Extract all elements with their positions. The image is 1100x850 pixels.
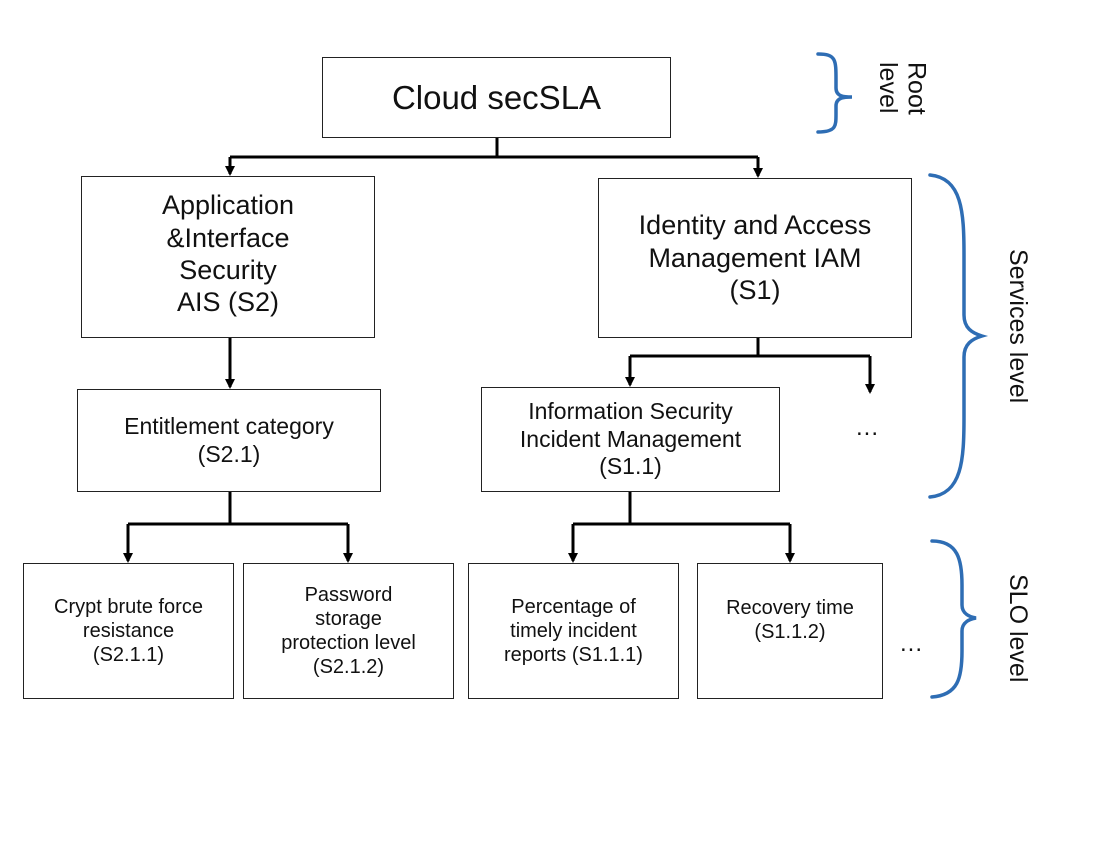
service-node-ais: Application &Interface Security AIS (S2) — [81, 176, 375, 338]
node-line: Recovery time — [726, 597, 854, 619]
node-line: (S1.1) — [599, 453, 662, 480]
node-line: timely incident — [510, 620, 637, 642]
root-level-label: Root level — [873, 62, 931, 115]
service-node-incident-management: Information Security Incident Management… — [481, 387, 780, 492]
node-line: Security — [179, 255, 277, 285]
slo-more-ellipsis: ... — [900, 630, 924, 657]
node-line: Information Security — [528, 398, 733, 425]
level-label-line: Root — [902, 62, 931, 115]
slo-node-crypt-brute-force: Crypt brute force resistance (S2.1.1) — [23, 563, 234, 699]
slo-node-password-storage: Password storage protection level (S2.1.… — [243, 563, 454, 699]
node-line: Percentage of — [511, 596, 636, 618]
node-line: Application — [161, 190, 295, 221]
connector-s1-children — [630, 338, 870, 358]
slo-node-timely-incident-reports: Percentage of timely incident reports (S… — [468, 563, 679, 699]
node-line: &Interface — [166, 222, 290, 253]
node-line: storage — [315, 608, 382, 630]
node-line: Password — [304, 584, 393, 606]
connector-s1-1-children — [573, 492, 790, 526]
node-line: (S2.1.1) — [92, 644, 165, 666]
level-label-line: level — [873, 62, 902, 114]
bracket-services-level — [928, 173, 989, 499]
node-line: resistance — [82, 620, 175, 642]
bracket-root-level — [816, 52, 853, 134]
slo-node-recovery-time: Recovery time (S1.1.2) — [697, 563, 883, 699]
node-line: Management IAM — [648, 242, 862, 273]
service-node-iam: Identity and Access Management IAM (S1) — [598, 178, 912, 338]
node-line: (S2.1) — [197, 440, 261, 467]
node-line: Incident Management — [519, 425, 742, 452]
node-line: Entitlement category — [124, 412, 334, 439]
bracket-slo-level — [930, 539, 977, 699]
node-line: (S1) — [729, 275, 781, 306]
slo-level-label: SLO level — [1003, 574, 1032, 683]
node-line: (S1.1.2) — [754, 621, 826, 643]
node-line: Crypt brute force — [54, 596, 203, 618]
node-line: Identity and Access — [638, 210, 872, 241]
root-node-label: Cloud secSLA — [391, 78, 602, 116]
node-line: reports (S1.1.1) — [504, 644, 643, 666]
connector-root-services — [230, 138, 758, 159]
node-line: protection level — [281, 632, 416, 654]
root-node: Cloud secSLA — [322, 57, 671, 138]
services-level-label: Services level — [1003, 249, 1032, 404]
connector-s2-1-children — [128, 492, 348, 526]
node-line: (S2.1.2) — [312, 656, 385, 678]
services-more-ellipsis: ... — [856, 414, 880, 441]
service-node-entitlement: Entitlement category (S2.1) — [77, 389, 381, 492]
node-line: AIS (S2) — [176, 287, 280, 318]
